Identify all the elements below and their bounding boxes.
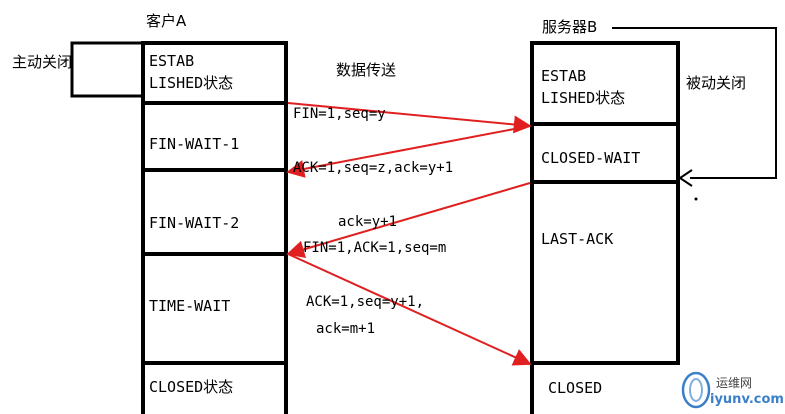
arrow-ack-1	[286, 125, 531, 178]
client-state-fin-wait-2: FIN-WAIT-2	[149, 214, 240, 232]
active-close-loop	[70, 41, 141, 98]
message-fin: FIN=1,seq=y	[293, 106, 386, 122]
watermark-brand: 运维网	[716, 376, 753, 390]
watermark: 运维网 iyunv.com	[676, 366, 785, 414]
passive-close-arrowhead	[678, 169, 693, 187]
client-state-established-line1: ESTAB	[149, 52, 195, 70]
stray-dot	[694, 197, 698, 201]
server-title: 服务器B	[542, 18, 598, 36]
data-transfer-label: 数据传送	[336, 61, 397, 79]
client-state-established-line2: LISHED状态	[149, 73, 234, 92]
server-state-established: ESTAB LISHED状态	[541, 66, 625, 110]
watermark-logo-icon	[681, 371, 711, 409]
client-state-fin-wait-1: FIN-WAIT-1	[149, 135, 240, 153]
arrow-ack-final	[287, 253, 532, 366]
client-title: 客户A	[146, 12, 187, 30]
server-column	[530, 41, 680, 414]
server-state-last-ack: LAST-ACK	[541, 230, 614, 248]
message-ack-final-1: ACK=1,seq=y+1,	[306, 294, 425, 310]
message-fin-ack: FIN=1,ACK=1,seq=m	[303, 240, 447, 256]
client-state-time-wait: TIME-WAIT	[149, 297, 231, 315]
passive-close-loop	[612, 27, 777, 179]
arrow-fin	[287, 102, 532, 134]
server-state-established-line1: ESTAB	[541, 67, 587, 85]
server-state-established-line2: LISHED状态	[541, 88, 626, 107]
arrow-ack-fin	[286, 182, 531, 259]
passive-close-label: 被动关闭	[686, 74, 747, 92]
client-state-closed: CLOSED状态	[149, 378, 234, 396]
active-close-label: 主动关闭	[12, 53, 73, 71]
client-column	[141, 41, 288, 414]
message-ack-final-2: ack=m+1	[316, 321, 376, 337]
server-state-closed: CLOSED	[548, 379, 603, 397]
message-ack-1: ACK=1,seq=z,ack=y+1	[293, 160, 454, 176]
watermark-site: iyunv.com	[710, 392, 784, 407]
client-state-established: ESTAB LISHED状态	[149, 51, 233, 95]
message-ack-2: ack=y+1	[338, 214, 398, 230]
server-state-closed-wait: CLOSED-WAIT	[541, 149, 641, 167]
